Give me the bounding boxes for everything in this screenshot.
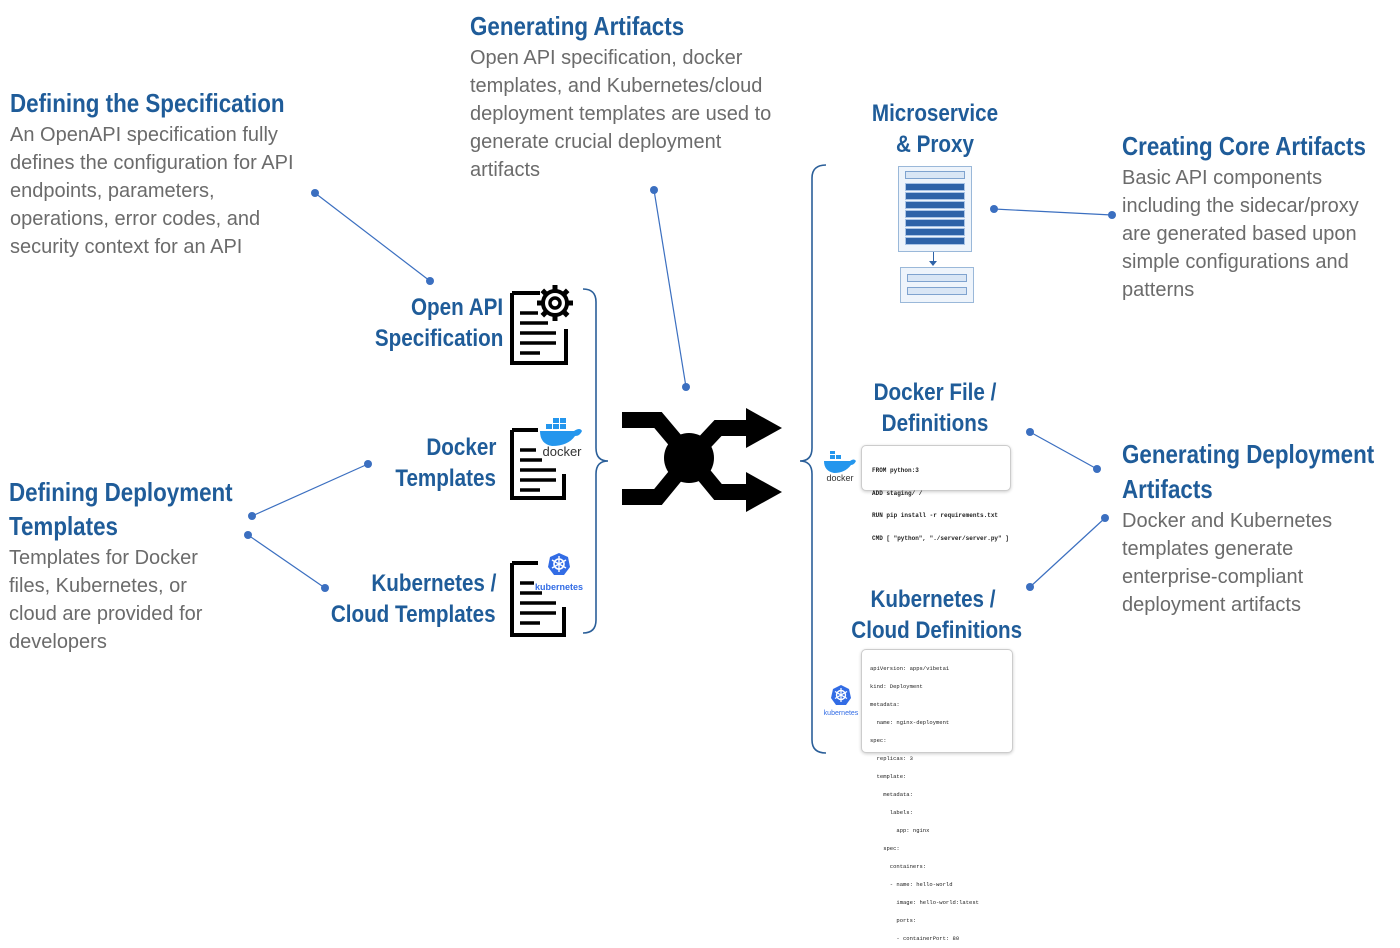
yaml-line: ports: — [870, 917, 917, 924]
docker-logo-wordmark: docker — [826, 473, 853, 483]
micro-title-line1: Microservice — [871, 100, 999, 127]
core-body: Basic API components including the sidec… — [1122, 167, 1359, 301]
input-k8s-line1: Kubernetes / — [370, 570, 496, 597]
diagram-graphics — [244, 164, 1116, 754]
input-docker-line2: Templates — [395, 465, 496, 492]
gen-deploy-title-line1: Generating Deployment — [1122, 439, 1375, 469]
deploy-templates-title-line2: Templates — [9, 511, 118, 541]
yaml-line: spec: — [870, 737, 887, 744]
connector-lines — [247, 189, 1113, 589]
dockerfile-line: FROM python:3 — [872, 467, 919, 474]
connector-generating — [653, 189, 687, 388]
k8s-yaml-code: apiVersion: apps/v1beta1 kind: Deploymen… — [861, 649, 1013, 942]
core-title: Creating Core Artifacts — [1122, 131, 1366, 161]
input-bracket — [582, 288, 609, 634]
input-openapi-line2: Specification — [374, 325, 503, 352]
service-box — [900, 267, 974, 303]
yaml-line: containers: — [870, 863, 927, 870]
connector-docker-templates — [251, 463, 369, 517]
deploy-templates-body: Templates for Docker files, Kubernetes, … — [9, 547, 203, 653]
docker-def-title-line2: Definitions — [881, 410, 989, 437]
micro-title-line2: & Proxy — [895, 131, 974, 158]
shuffle-icon — [622, 408, 782, 512]
input-docker-line1: Docker — [426, 434, 496, 461]
connector-dots — [244, 186, 1116, 592]
microservice-diagram — [898, 166, 974, 306]
yaml-line: replicas: 3 — [870, 755, 913, 762]
kubernetes-wordmark: kubernetes — [535, 582, 583, 592]
generating-body: Open API specification, docker templates… — [470, 47, 772, 181]
kubernetes-helm-icon — [548, 553, 570, 575]
dockerfile-line: ADD staging/ / — [872, 489, 923, 497]
yaml-line: name: nginx-deployment — [870, 719, 950, 726]
yaml-line: - name: hello-world — [870, 881, 953, 888]
k8s-def-title-line1: Kubernetes / — [870, 586, 996, 613]
connector-spec — [314, 192, 431, 282]
docker-whale-icon — [540, 418, 582, 446]
yaml-line: apiVersion: apps/v1beta1 — [870, 665, 950, 672]
output-bracket — [799, 164, 827, 754]
yaml-line: kind: Deployment — [870, 683, 923, 690]
yaml-line: image: hello-world:latest — [870, 899, 979, 906]
docker-logo-icon: docker — [824, 451, 856, 483]
connector-k8s-templates — [247, 534, 326, 589]
gen-deploy-body: Docker and Kubernetes templates generate… — [1122, 510, 1333, 616]
deploy-templates-title-line1: Defining Deployment — [9, 477, 233, 507]
yaml-line: - containerPort: 80 — [870, 935, 960, 942]
connector-core — [993, 208, 1113, 216]
kubernetes-document-icon: kubernetes — [510, 553, 583, 637]
input-k8s-line2: Cloud Templates — [331, 601, 496, 628]
yaml-line: app: nginx — [870, 827, 930, 834]
docker-document-icon: docker — [510, 418, 582, 500]
k8s-def-title-line2: Cloud Definitions — [851, 617, 1023, 644]
yaml-line: template: — [870, 773, 907, 780]
dockerfile-line: RUN pip install -r requirements.txt — [872, 512, 999, 519]
gear-document-icon — [510, 285, 573, 365]
yaml-line: metadata: — [870, 701, 900, 708]
yaml-line: spec: — [870, 845, 900, 852]
generating-title: Generating Artifacts — [470, 11, 685, 41]
dockerfile-line: CMD [ "python", "./server/server.py" ] — [872, 534, 1009, 542]
gen-deploy-title-line2: Artifacts — [1122, 474, 1213, 504]
connector-docker-def — [1029, 431, 1098, 470]
dockerfile-code: FROM python:3 ADD staging/ / RUN pip ins… — [861, 445, 1011, 542]
input-openapi-line1: Open API — [410, 294, 503, 321]
kubernetes-logo-wordmark: kubernetes — [824, 710, 859, 717]
spec-title: Defining the Specification — [10, 88, 285, 118]
kubernetes-logo-icon: kubernetes — [824, 685, 859, 717]
yaml-line: metadata: — [870, 791, 913, 798]
docker-def-title-line1: Docker File / — [873, 379, 997, 406]
spec-body: An OpenAPI specification fully defines t… — [10, 124, 294, 258]
yaml-line: labels: — [870, 809, 913, 816]
gateway-box — [898, 166, 972, 252]
docker-wordmark: docker — [542, 444, 582, 459]
connector-k8s-def — [1029, 517, 1106, 588]
